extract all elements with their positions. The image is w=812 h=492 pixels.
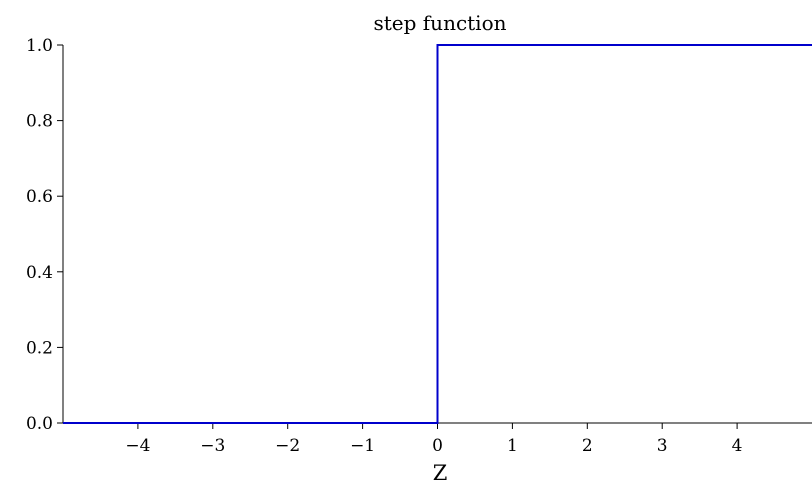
x-tick-label: 1	[507, 436, 518, 456]
x-tick-label: 3	[657, 436, 668, 456]
y-tick-label: 0.8	[26, 112, 53, 132]
x-tick-label: 0	[432, 436, 443, 456]
x-tick-label: −4	[125, 436, 150, 456]
x-tick-label: 4	[732, 436, 743, 456]
plot-area: 0.0 0.2 0.4 0.6 0.8 1.0 −4 −3 −2 −1 0 1 2 3 4	[26, 36, 812, 456]
x-axis-label: Z	[433, 461, 448, 485]
step-series-line	[63, 44, 812, 424]
x-tick-label: −1	[350, 436, 375, 456]
chart-title: step function	[373, 11, 506, 35]
y-tick-label: 0.2	[26, 338, 53, 358]
x-tick-label: 2	[582, 436, 593, 456]
y-tick-label: 0.0	[26, 414, 53, 434]
y-tick-label: 0.4	[26, 263, 53, 283]
y-tick-label: 0.6	[26, 187, 53, 207]
x-tick-label: −2	[275, 436, 300, 456]
x-tick-label: −3	[200, 436, 225, 456]
y-tick-label: 1.0	[26, 36, 53, 56]
